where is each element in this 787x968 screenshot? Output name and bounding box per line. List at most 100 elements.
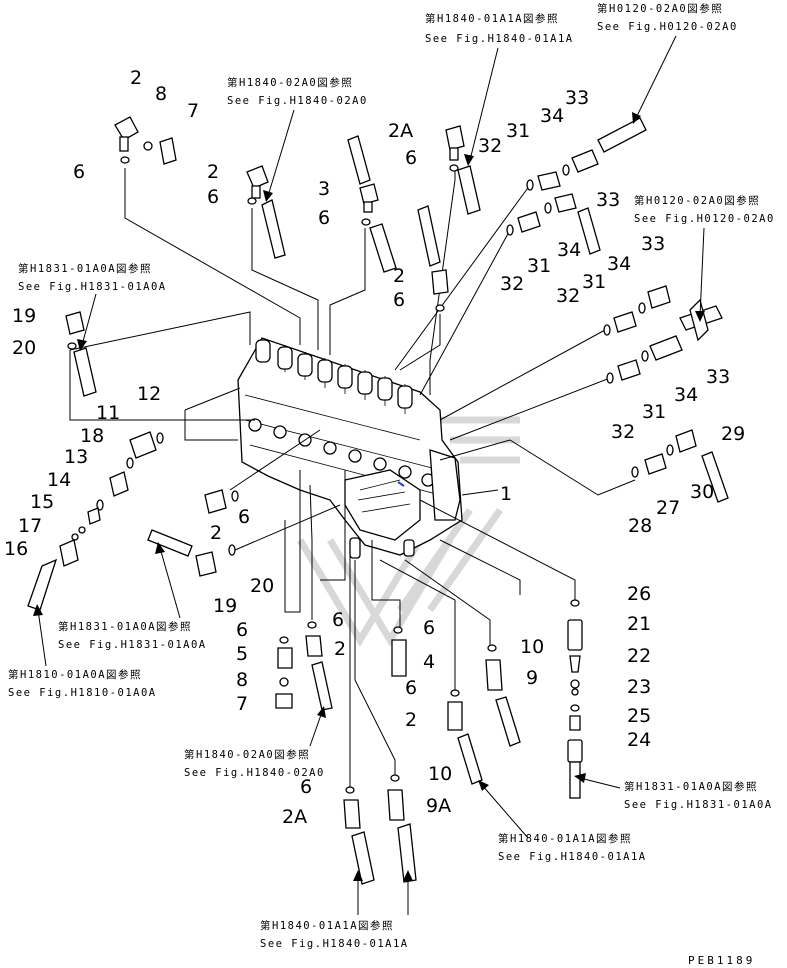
part-label: 28 <box>628 515 652 537</box>
part-label: 23 <box>627 676 651 698</box>
reference-note-jp: 第H0120-02A0図参照 <box>634 194 760 207</box>
part-label: 12 <box>137 383 161 405</box>
part-label: 2 <box>210 522 222 544</box>
part-label: 1 <box>500 483 512 505</box>
part-label: 20 <box>250 575 274 597</box>
part-label: 33 <box>641 233 665 255</box>
part-label: 34 <box>557 239 581 261</box>
part-label: 32 <box>611 421 635 443</box>
part-label: 20 <box>12 337 36 359</box>
reference-note-jp: 第H1840-02A0図参照 <box>184 748 310 761</box>
part-label: 31 <box>642 401 666 423</box>
diagram-code: PEB1189 <box>688 954 755 967</box>
part-label: 6 <box>332 609 344 631</box>
reference-note-en: See Fig.H1810-01A0A <box>8 687 157 699</box>
part-label: 6 <box>393 289 405 311</box>
part-label: 9A <box>426 795 451 817</box>
part-label: 32 <box>500 273 524 295</box>
part-label: 11 <box>96 402 120 424</box>
reference-arrows <box>33 35 705 915</box>
reference-note-en: See Fig.H1840-01A1A <box>425 33 574 45</box>
reference-note-en: See Fig.H0120-02A0 <box>597 21 738 33</box>
reference-note-jp: 第H0120-02A0図参照 <box>597 2 723 15</box>
reference-note-en: See Fig.H1840-02A0 <box>227 95 368 107</box>
part-label: 15 <box>30 491 54 513</box>
figure-references: 第H1840-01A1A図参照 See Fig.H1840-01A1A 第H01… <box>8 2 775 950</box>
reference-note-jp: 第H1831-01A0A図参照 <box>624 780 758 793</box>
part-label: 19 <box>213 595 237 617</box>
reference-note-jp: 第H1840-01A1A図参照 <box>260 919 394 932</box>
part-label: 31 <box>527 255 551 277</box>
part-label: 2A <box>388 120 413 142</box>
part-label: 7 <box>187 100 199 122</box>
part-label: 34 <box>607 253 631 275</box>
part-label: 22 <box>627 645 651 667</box>
part-label: 2A <box>282 806 307 828</box>
part-label: 18 <box>80 425 104 447</box>
part-label: 6 <box>236 619 248 641</box>
part-label: 8 <box>155 83 167 105</box>
part-label: 2 <box>130 67 142 89</box>
fittings <box>27 116 729 885</box>
part-label: 34 <box>540 105 564 127</box>
part-callouts: 2 8 7 6 2 6 3 6 2 6 2A 6 32 31 34 33 33 … <box>4 67 745 828</box>
part-label: 10 <box>520 636 544 658</box>
part-label: 32 <box>556 285 580 307</box>
reference-note-jp: 第H1840-01A1A図参照 <box>425 12 559 25</box>
part-label: 25 <box>627 705 651 727</box>
control-valve-body <box>237 337 463 559</box>
reference-note-jp: 第H1831-01A0A図参照 <box>58 620 192 633</box>
part-label: 2 <box>393 265 405 287</box>
part-label: 17 <box>18 515 42 537</box>
part-label: 14 <box>47 469 71 491</box>
part-label: 4 <box>423 651 435 673</box>
part-label: 2 <box>405 709 417 731</box>
part-label: 5 <box>236 643 248 665</box>
reference-note-jp: 第H1840-01A1A図参照 <box>498 832 632 845</box>
part-label: 26 <box>627 583 651 605</box>
part-label: 16 <box>4 538 28 560</box>
part-label: 2 <box>207 161 219 183</box>
part-label: 33 <box>565 87 589 109</box>
part-label: 34 <box>674 384 698 406</box>
part-label: 19 <box>12 305 36 327</box>
part-label: 31 <box>582 271 606 293</box>
part-label: 6 <box>207 186 219 208</box>
part-label: 21 <box>627 613 651 635</box>
part-label: 7 <box>236 693 248 715</box>
reference-note-jp: 第H1810-01A0A図参照 <box>8 668 142 681</box>
part-label: 6 <box>423 617 435 639</box>
reference-note-jp: 第H1831-01A0A図参照 <box>18 262 152 275</box>
reference-note-en: See Fig.H1831-01A0A <box>58 639 207 651</box>
reference-note-en: See Fig.H1840-01A1A <box>498 851 647 863</box>
part-label: 13 <box>64 446 88 468</box>
part-label: 31 <box>506 120 530 142</box>
part-label: 6 <box>300 776 312 798</box>
part-label: 33 <box>706 366 730 388</box>
part-label: 24 <box>627 729 651 751</box>
part-label: 30 <box>690 481 714 503</box>
reference-note-en: See Fig.H0120-02A0 <box>634 213 775 225</box>
part-label: 6 <box>318 207 330 229</box>
reference-note-en: See Fig.H1840-01A1A <box>260 938 409 950</box>
part-label: 6 <box>405 677 417 699</box>
leader-lines <box>69 166 636 790</box>
part-label: 9 <box>526 667 538 689</box>
part-label: 6 <box>73 161 85 183</box>
reference-note-en: See Fig.H1831-01A0A <box>18 281 167 293</box>
part-label: 32 <box>478 135 502 157</box>
part-label: 6 <box>238 506 250 528</box>
part-label: 33 <box>596 189 620 211</box>
part-label: 27 <box>656 497 680 519</box>
part-label: 8 <box>236 669 248 691</box>
reference-note-en: See Fig.H1840-02A0 <box>184 767 325 779</box>
part-label: 6 <box>405 147 417 169</box>
part-label: 2 <box>334 638 346 660</box>
part-label: 3 <box>318 178 330 200</box>
part-label: 29 <box>721 423 745 445</box>
part-label: 10 <box>428 763 452 785</box>
reference-note-jp: 第H1840-02A0図参照 <box>227 76 353 89</box>
reference-note-en: See Fig.H1831-01A0A <box>624 799 773 811</box>
